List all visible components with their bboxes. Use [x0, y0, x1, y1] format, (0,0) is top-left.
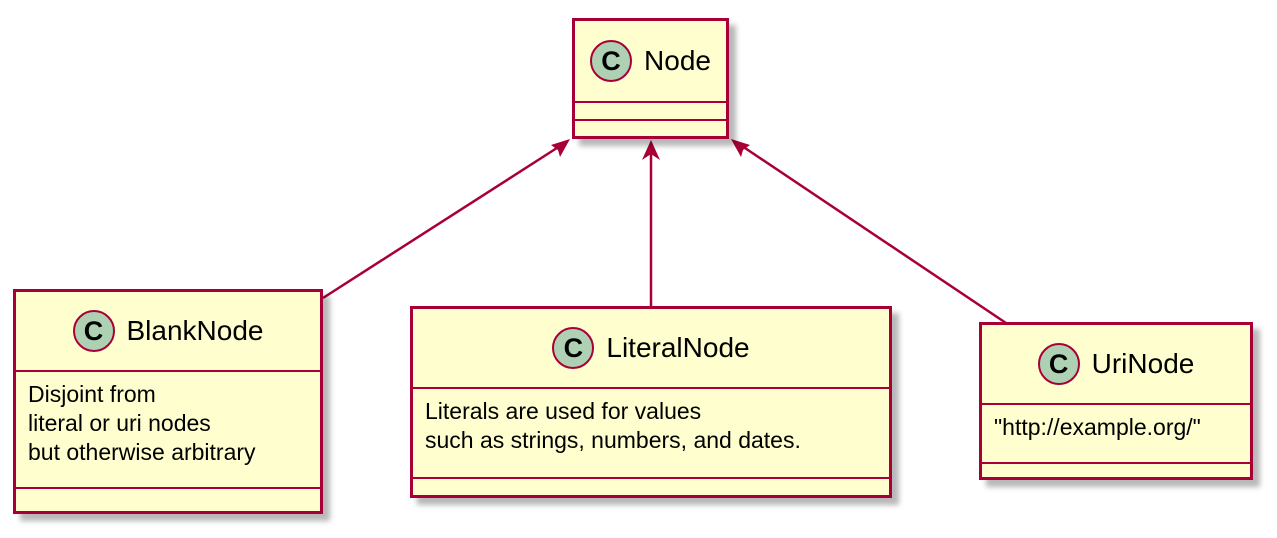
arrowhead-literalnode	[642, 140, 660, 160]
class-badge-icon: C	[590, 40, 633, 82]
class-blanknode-name: BlankNode	[126, 315, 264, 346]
class-literalnode[interactable]: C LiteralNode Literals are used for valu…	[410, 306, 892, 498]
class-urinode-attributes: "http://example.org/"	[982, 405, 1250, 464]
attribute-line: but otherwise arbitrary	[28, 439, 256, 465]
arrowhead-blanknode	[551, 139, 570, 157]
edge-urinode-to-node	[741, 144, 1007, 325]
attribute-line: "http://example.org/"	[994, 414, 1201, 440]
class-badge-icon: C	[72, 310, 115, 352]
class-badge-icon: C	[1037, 343, 1080, 385]
class-literalnode-name: LiteralNode	[606, 332, 750, 363]
class-node-header: C Node	[575, 21, 726, 103]
attribute-line: literal or uri nodes	[28, 410, 211, 436]
class-badge-icon: C	[552, 327, 595, 369]
class-node[interactable]: C Node	[572, 18, 729, 139]
class-node-attributes	[575, 103, 726, 121]
attribute-line: Literals are used for values	[425, 398, 702, 424]
class-literalnode-attributes: Literals are used for values such as str…	[413, 389, 889, 479]
arrowhead-urinode	[731, 139, 750, 157]
class-blanknode[interactable]: C BlankNode Disjoint from literal or uri…	[13, 289, 323, 514]
edge-blanknode-to-node	[322, 144, 561, 300]
attribute-line: Disjoint from	[28, 381, 156, 407]
class-blanknode-attributes: Disjoint from literal or uri nodes but o…	[16, 372, 320, 489]
class-node-name: Node	[644, 45, 711, 76]
class-blanknode-header: C BlankNode	[16, 292, 320, 372]
class-urinode-header: C UriNode	[982, 325, 1250, 405]
class-urinode[interactable]: C UriNode "http://example.org/"	[979, 322, 1253, 480]
attribute-line: such as strings, numbers, and dates.	[425, 427, 801, 453]
class-urinode-name: UriNode	[1091, 348, 1195, 379]
class-literalnode-header: C LiteralNode	[413, 309, 889, 389]
